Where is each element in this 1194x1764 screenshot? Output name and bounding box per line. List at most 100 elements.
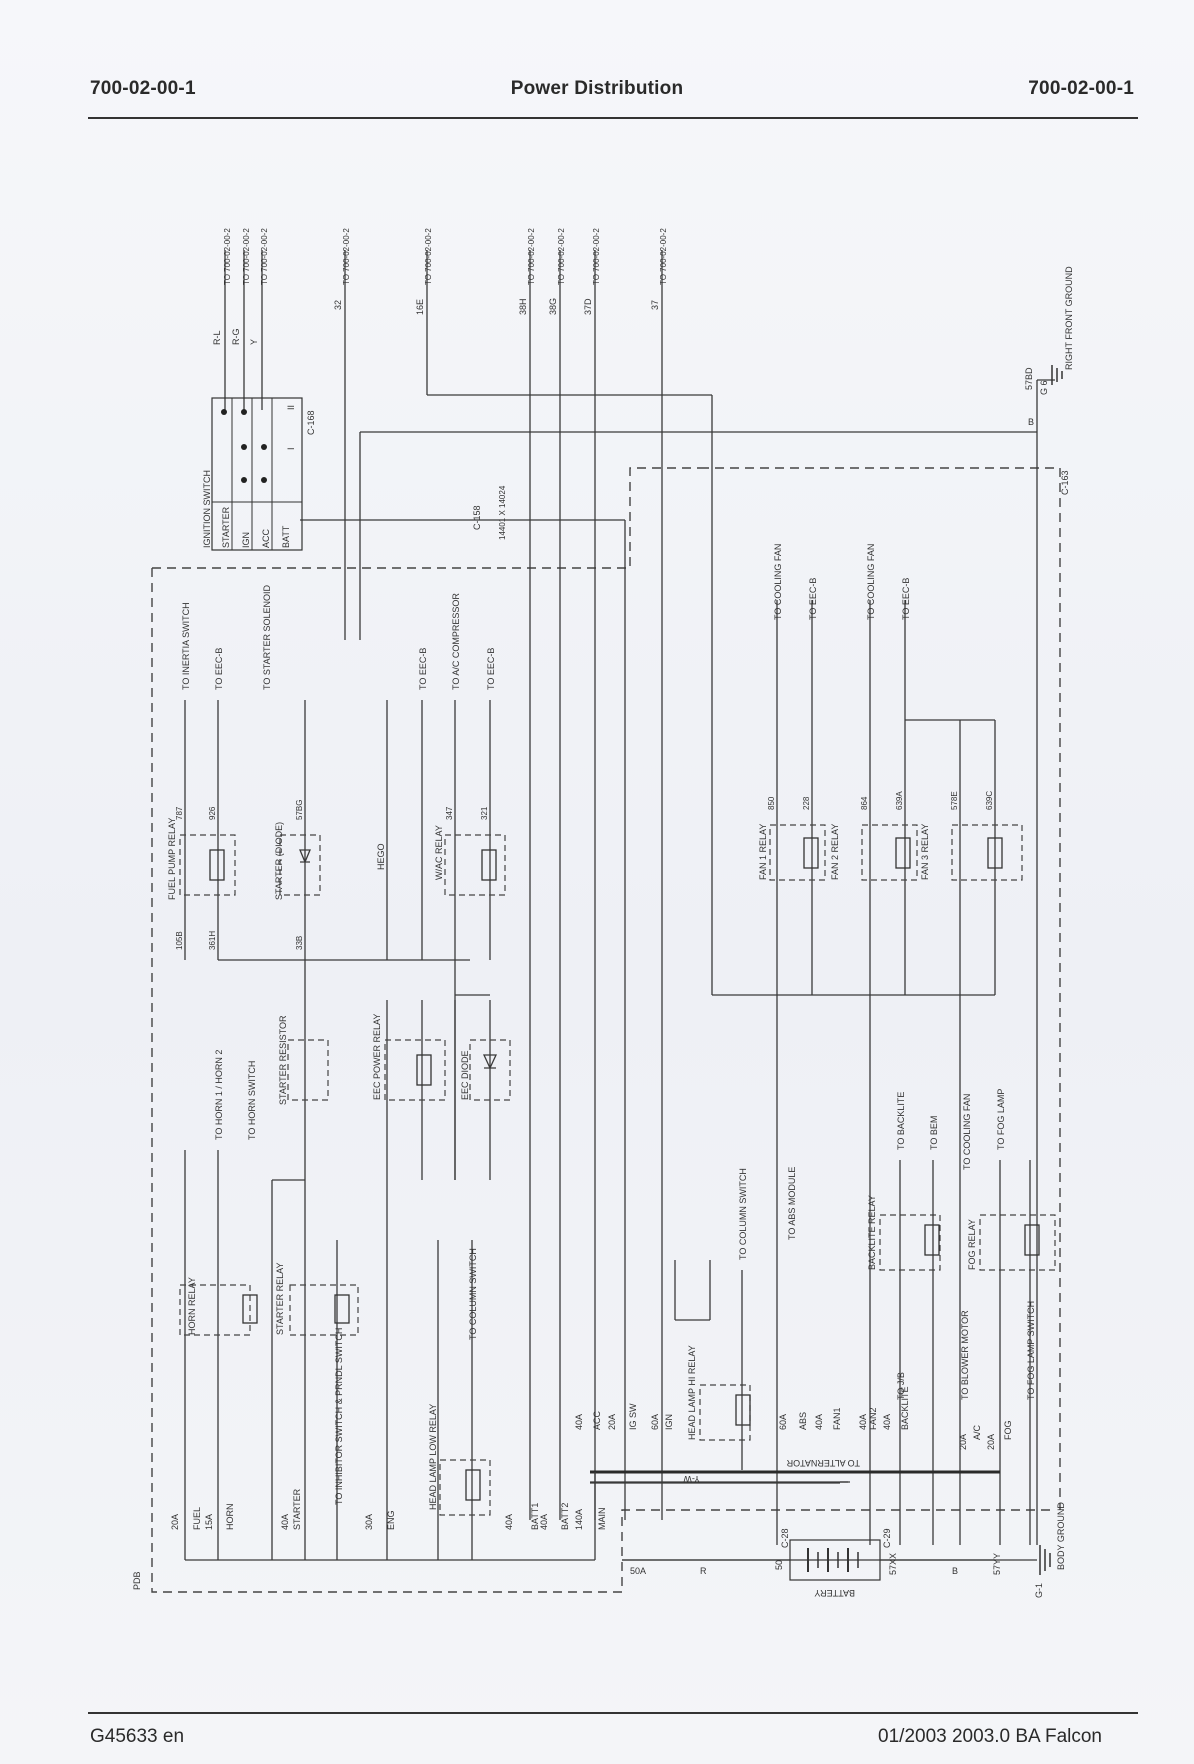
header-rule (88, 117, 1138, 119)
circuit-57bg: 57BG (295, 800, 304, 820)
connector-c163: C-163 (1060, 470, 1070, 495)
circuit-787: 787 (175, 806, 184, 820)
right-ground-id: G 6 (1039, 380, 1049, 395)
splice-note: 14401 X 14024 (498, 485, 507, 540)
top-dest-1: TO 700-02-00-2 (223, 228, 232, 285)
alternator-label: TO ALTERNATOR (786, 1458, 860, 1468)
wac-relay-label: W/AC RELAY (434, 825, 444, 880)
fuse-fuel-rating: 20A (170, 1514, 180, 1530)
body-ground-id: G-1 (1034, 1583, 1044, 1598)
ign-mark-1: I (286, 447, 296, 450)
body-ground-label: BODY GROUND (1056, 1502, 1066, 1570)
wire-label-38g: 38G (548, 298, 558, 315)
wire-label-37: 37 (650, 300, 660, 310)
battery-pos-circuit: 50 (774, 1560, 784, 1570)
right-ground-label: RIGHT FRONT GROUND (1064, 266, 1074, 370)
doc-code-right: 700-02-00-1 (1028, 78, 1134, 99)
fuse-horn-name: HORN (225, 1504, 235, 1531)
fuse-batt1-rating: 40A (504, 1514, 514, 1530)
battery-label: BATTERY (814, 1588, 855, 1598)
fuse-abs-rating: 60A (778, 1414, 788, 1430)
wire-label-32: 32 (333, 300, 343, 310)
top-dest-7: TO 700-02-00-2 (557, 228, 566, 285)
fuse-ign-name: IGN (664, 1414, 674, 1430)
inhibitor-switch-dest: TO INHIBITOR SWITCH & PRNDL SWITCH (334, 1328, 344, 1505)
connector-c158: C-158 (472, 505, 482, 530)
fuse-igsw-name: IG SW (628, 1403, 638, 1430)
circuit-639c: 639C (985, 791, 994, 810)
footer-rule (88, 1712, 1138, 1714)
blower-motor-dest: TO BLOWER MOTOR (960, 1310, 970, 1400)
fuse-main-rating: 140A (574, 1509, 584, 1530)
eec-diode-label: EEC DIODE (460, 1050, 470, 1100)
fan2-relay-label: FAN 2 RELAY (830, 824, 840, 880)
fog-relay-label: FOG RELAY (967, 1219, 977, 1270)
backlite-dest-2: TO BEM (929, 1116, 939, 1150)
body-ground-wire: B (952, 1566, 958, 1576)
fuse-backlite-name: BACKLITE (900, 1386, 910, 1430)
fan-relays: FAN 1 RELAY FAN 2 RELAY FAN 3 RELAY TO C… (712, 544, 1023, 1545)
ign-mark-2: II (286, 405, 296, 410)
fuse-acc-name: ACC (592, 1410, 602, 1430)
fuse-fan1-name: FAN1 (832, 1407, 842, 1430)
lower-relay-row: HORN RELAY STARTER RELAY HEAD LAMP LOW R… (179, 1050, 1056, 1560)
head-lamp-hi-label: HEAD LAMP HI RELAY (687, 1345, 697, 1440)
top-dest-5: TO 700-02-00-2 (424, 228, 433, 285)
right-front-ground: RIGHT FRONT GROUND G 6 57BD B C-163 C-15… (472, 266, 1074, 540)
horn-dest-2: TO HORN SWITCH (247, 1061, 257, 1140)
top-feeds (224, 250, 1038, 1545)
wire-label-37d: 37D (583, 298, 593, 315)
fuse-fog-name: FOG (1003, 1421, 1013, 1441)
fuse-batt1-name: BATT1 (530, 1503, 540, 1530)
head-lamp-low-label: HEAD LAMP LOW RELAY (428, 1404, 438, 1510)
wire-label-38h: 38H (518, 298, 528, 315)
top-dest-6: TO 700-02-00-2 (527, 228, 536, 285)
backlite-dest-1: TO BACKLITE (896, 1092, 906, 1150)
circuit-639a: 639A (895, 791, 904, 810)
eec-power-relay-label: EEC POWER RELAY (372, 1014, 382, 1100)
circuit-926: 926 (208, 806, 217, 820)
ignition-switch: IGNITION SWITCH STARTER IGN ACC BATT C-1… (202, 397, 316, 551)
battery-main-fuse: 50A (630, 1566, 646, 1576)
hego-label: HEGO (376, 843, 386, 870)
fuse-acc-rating: 40A (574, 1414, 584, 1430)
fuse-main-name: MAIN (597, 1508, 607, 1531)
horn-relay-label: HORN RELAY (187, 1277, 197, 1335)
starter-diode-label: STARTER (DIODE) (274, 822, 284, 900)
connector-c29: C-29 (882, 1528, 892, 1548)
fuse-fan2-name: FAN2 (868, 1407, 878, 1430)
wire-label-16e: 16E (415, 299, 425, 315)
ignition-switch-title: IGNITION SWITCH (202, 470, 212, 548)
page-title: Power Distribution (510, 78, 684, 99)
starter-relay-label: STARTER RELAY (275, 1262, 285, 1335)
fog-dest-2: TO FOG LAMP SWITCH (1026, 1301, 1036, 1400)
body-ground-circuit: 57YY (992, 1553, 1002, 1575)
ign-pos-ign: IGN (241, 532, 251, 548)
pdb-boundary-top (152, 467, 1061, 1510)
fuse-fan2-rating: 40A (858, 1414, 868, 1430)
fuse-ign-rating: 60A (650, 1414, 660, 1430)
wac-dest-1: TO A/C COMPRESSOR (451, 593, 461, 690)
fuse-eng-rating: 30A (364, 1514, 374, 1530)
battery-neg-circuit: 57XX (888, 1553, 898, 1575)
top-dest-4: TO 700-02-00-2 (342, 228, 351, 285)
alternator-wire: Y-W (683, 1474, 700, 1484)
figure-id: G45633 en (90, 1726, 185, 1747)
edition-label: 01/2003 2003.0 BA Falcon (878, 1726, 1102, 1747)
fuel-pump-dest-1: TO INERTIA SWITCH (181, 602, 191, 690)
pdb-boundary (151, 568, 1055, 1593)
fan3-dest: TO EEC-B (901, 578, 911, 620)
top-dest-2: TO 700-02-00-2 (242, 228, 251, 285)
top-connection-labels: TO 700-02-00-2 TO 700-02-00-2 TO 700-02-… (212, 228, 668, 345)
fuse-horn-rating: 15A (204, 1514, 214, 1530)
fuel-pump-relay-label: FUEL PUMP RELAY (167, 818, 177, 900)
ign-pos-starter: STARTER (221, 506, 231, 548)
circuit-864: 864 (860, 796, 869, 810)
top-dest-9: TO 700-02-00-2 (659, 228, 668, 285)
starter-resistor-label: STARTER RESISTOR (278, 1015, 288, 1105)
circuit-numbers: 787 926 105B 361H 57BG 33B 347 321 850 2… (175, 791, 994, 950)
battery-wire: R (700, 1566, 707, 1576)
fan1-dest: TO COOLING FAN (773, 544, 783, 620)
circuit-347: 347 (445, 806, 454, 820)
low-relay-dest: TO COLUMN SWITCH (468, 1248, 478, 1340)
